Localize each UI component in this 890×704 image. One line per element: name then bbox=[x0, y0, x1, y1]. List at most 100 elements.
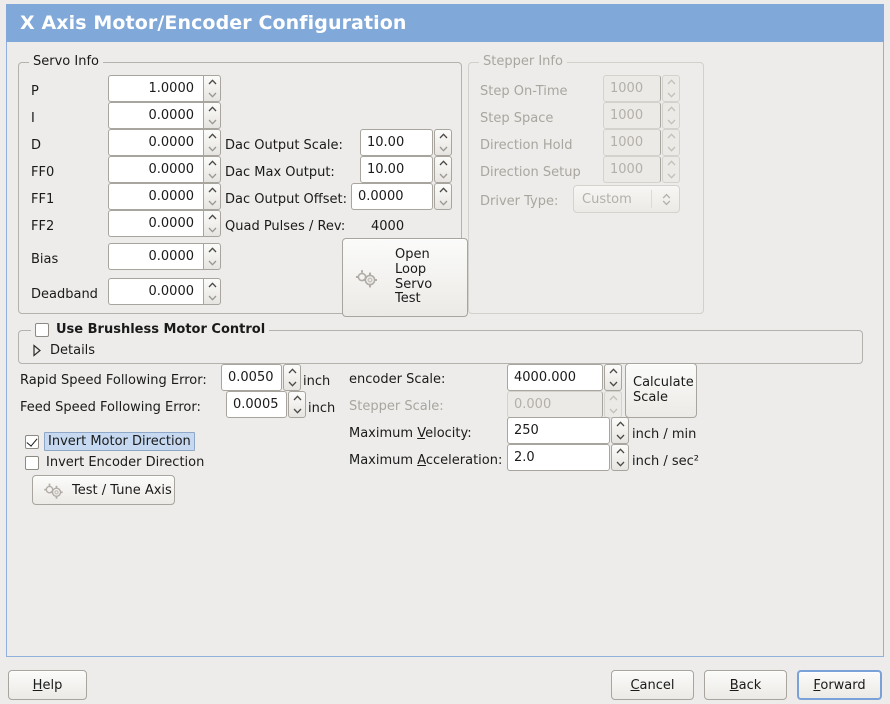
servo-input-d[interactable]: 0.0000 bbox=[108, 129, 203, 156]
servo-input-i[interactable]: 0.0000 bbox=[108, 102, 203, 129]
open-loop-servo-test-button[interactable]: Open Loop Servo Test bbox=[342, 238, 468, 317]
spin-up-icon[interactable] bbox=[289, 392, 305, 405]
encoder-scale-spin[interactable]: 4000.000 bbox=[507, 364, 622, 391]
rapid-following-error-buttons[interactable] bbox=[283, 364, 301, 391]
spin-down-icon[interactable] bbox=[612, 431, 628, 444]
encoder-scale-buttons[interactable] bbox=[604, 364, 622, 391]
servo-spin-deadband[interactable]: 0.0000 bbox=[108, 278, 221, 305]
maximum-acceleration-input[interactable]: 2.0 bbox=[507, 444, 610, 471]
servo-spin-ff2[interactable]: 0.0000 bbox=[108, 210, 221, 237]
calculate-scale-button[interactable]: Calculate Scale bbox=[625, 363, 697, 418]
servo-input-deadband[interactable]: 0.0000 bbox=[108, 278, 203, 305]
stepper-scale-buttons[interactable] bbox=[604, 391, 622, 418]
dac-max-output-spin[interactable]: 10.00 bbox=[360, 156, 452, 183]
spin-down-icon[interactable] bbox=[204, 143, 220, 156]
spin-down-icon[interactable] bbox=[204, 197, 220, 210]
servo-spin-p[interactable]: 1.0000 bbox=[108, 75, 221, 102]
spin-down-icon[interactable] bbox=[435, 170, 451, 183]
servo-spin-ff0-buttons[interactable] bbox=[203, 156, 221, 183]
back-button[interactable]: Back bbox=[704, 670, 787, 700]
step-space-input[interactable]: 1000 bbox=[603, 102, 661, 129]
driver-type-select[interactable]: Custom bbox=[573, 185, 680, 213]
spin-up-icon[interactable] bbox=[663, 157, 679, 170]
invert-encoder-direction-checkbox[interactable]: Invert Encoder Direction bbox=[25, 455, 204, 470]
spin-up-icon[interactable] bbox=[204, 130, 220, 143]
step-space-buttons[interactable] bbox=[662, 102, 680, 129]
dac-max-output-buttons[interactable] bbox=[434, 156, 452, 183]
spin-down-icon[interactable] bbox=[663, 143, 679, 156]
direction-setup-spin[interactable]: 1000 bbox=[603, 156, 680, 183]
spin-up-icon[interactable] bbox=[663, 103, 679, 116]
direction-hold-buttons[interactable] bbox=[662, 129, 680, 156]
servo-input-p[interactable]: 1.0000 bbox=[108, 75, 203, 102]
help-button[interactable]: Help bbox=[8, 670, 87, 700]
spin-down-icon[interactable] bbox=[605, 405, 621, 418]
encoder-scale-input[interactable]: 4000.000 bbox=[507, 364, 603, 391]
step-on-time-buttons[interactable] bbox=[662, 75, 680, 102]
servo-input-ff1[interactable]: 0.0000 bbox=[108, 183, 203, 210]
forward-button[interactable]: Forward bbox=[797, 670, 882, 700]
dac-max-output-input[interactable]: 10.00 bbox=[360, 156, 433, 183]
spin-up-icon[interactable] bbox=[612, 445, 628, 458]
servo-spin-bias[interactable]: 0.0000 bbox=[108, 243, 221, 270]
servo-input-bias[interactable]: 0.0000 bbox=[108, 243, 203, 270]
maximum-velocity-buttons[interactable] bbox=[611, 417, 629, 444]
checkbox-box[interactable] bbox=[25, 455, 39, 470]
direction-setup-buttons[interactable] bbox=[662, 156, 680, 183]
servo-spin-bias-buttons[interactable] bbox=[203, 243, 221, 270]
dac-output-offset-spin[interactable]: 0.0000 bbox=[351, 183, 452, 210]
spin-down-icon[interactable] bbox=[204, 224, 220, 237]
maximum-velocity-spin[interactable]: 250 bbox=[507, 417, 629, 444]
spin-up-icon[interactable] bbox=[663, 76, 679, 89]
spin-up-icon[interactable] bbox=[204, 244, 220, 257]
servo-spin-ff0[interactable]: 0.0000 bbox=[108, 156, 221, 183]
invert-motor-direction-checkbox[interactable]: Invert Motor Direction bbox=[25, 432, 195, 451]
spin-down-icon[interactable] bbox=[204, 170, 220, 183]
spin-down-icon[interactable] bbox=[204, 292, 220, 305]
dac-output-scale-spin[interactable]: 10.00 bbox=[360, 129, 452, 156]
spin-up-icon[interactable] bbox=[663, 130, 679, 143]
use-brushless-motor-control-checkbox[interactable]: Use Brushless Motor Control bbox=[31, 322, 270, 337]
servo-spin-p-buttons[interactable] bbox=[203, 75, 221, 102]
spin-down-icon[interactable] bbox=[605, 378, 621, 391]
details-expander[interactable]: Details bbox=[31, 343, 95, 358]
feed-following-error-spin[interactable]: 0.0005 bbox=[226, 391, 306, 418]
direction-setup-input[interactable]: 1000 bbox=[603, 156, 661, 183]
step-space-spin[interactable]: 1000 bbox=[603, 102, 680, 129]
feed-following-error-buttons[interactable] bbox=[288, 391, 306, 418]
spin-down-icon[interactable] bbox=[204, 257, 220, 270]
servo-spin-d[interactable]: 0.0000 bbox=[108, 129, 221, 156]
servo-spin-i[interactable]: 0.0000 bbox=[108, 102, 221, 129]
maximum-acceleration-spin[interactable]: 2.0 bbox=[507, 444, 629, 471]
spin-up-icon[interactable] bbox=[204, 157, 220, 170]
servo-spin-i-buttons[interactable] bbox=[203, 102, 221, 129]
rapid-following-error-input[interactable]: 0.0050 bbox=[221, 364, 282, 391]
step-on-time-input[interactable]: 1000 bbox=[603, 75, 661, 102]
spin-down-icon[interactable] bbox=[435, 143, 451, 156]
dac-output-scale-buttons[interactable] bbox=[434, 129, 452, 156]
servo-spin-deadband-buttons[interactable] bbox=[203, 278, 221, 305]
spin-down-icon[interactable] bbox=[663, 89, 679, 102]
stepper-scale-spin[interactable]: 0.000 bbox=[507, 391, 622, 418]
spin-up-icon[interactable] bbox=[605, 392, 621, 405]
servo-spin-ff2-buttons[interactable] bbox=[203, 210, 221, 237]
spin-up-icon[interactable] bbox=[204, 103, 220, 116]
spin-down-icon[interactable] bbox=[289, 405, 305, 418]
test-tune-axis-button[interactable]: Test / Tune Axis bbox=[32, 475, 175, 505]
spin-down-icon[interactable] bbox=[284, 378, 300, 391]
spin-down-icon[interactable] bbox=[663, 170, 679, 183]
spin-up-icon[interactable] bbox=[204, 279, 220, 292]
direction-hold-spin[interactable]: 1000 bbox=[603, 129, 680, 156]
direction-hold-input[interactable]: 1000 bbox=[603, 129, 661, 156]
spin-up-icon[interactable] bbox=[435, 184, 451, 197]
spin-down-icon[interactable] bbox=[204, 89, 220, 102]
maximum-velocity-input[interactable]: 250 bbox=[507, 417, 610, 444]
spin-up-icon[interactable] bbox=[204, 184, 220, 197]
spin-up-icon[interactable] bbox=[284, 365, 300, 378]
servo-input-ff0[interactable]: 0.0000 bbox=[108, 156, 203, 183]
servo-spin-ff1-buttons[interactable] bbox=[203, 183, 221, 210]
spin-down-icon[interactable] bbox=[204, 116, 220, 129]
spin-up-icon[interactable] bbox=[605, 365, 621, 378]
feed-following-error-input[interactable]: 0.0005 bbox=[226, 391, 287, 418]
spin-down-icon[interactable] bbox=[612, 458, 628, 471]
